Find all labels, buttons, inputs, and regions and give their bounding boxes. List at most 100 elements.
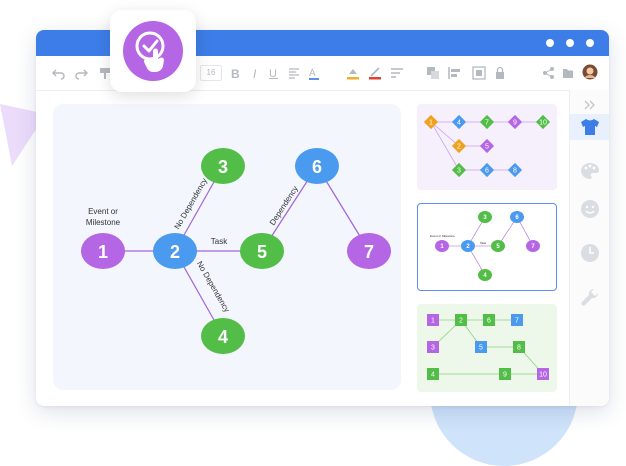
svg-text:7: 7 <box>531 244 535 250</box>
node-5[interactable]: 5 <box>240 233 284 269</box>
svg-text:1: 1 <box>440 244 444 250</box>
t2-node-1: 1 <box>435 240 449 252</box>
node-1[interactable]: 1 <box>81 233 125 269</box>
t2-node-4: 4 <box>478 269 492 281</box>
svg-text:7: 7 <box>364 242 374 262</box>
right-side-panel <box>569 90 609 406</box>
svg-text:2: 2 <box>170 242 180 262</box>
collapse-icon[interactable] <box>570 92 609 118</box>
t1-node-5: 5 <box>479 138 495 154</box>
underline-icon[interactable]: U <box>268 65 280 81</box>
diagram-canvas[interactable]: Event or Milestone Task No Dependency No… <box>53 104 401 390</box>
svg-text:1: 1 <box>431 318 435 325</box>
group-icon[interactable] <box>472 65 486 81</box>
svg-text:3: 3 <box>218 157 228 177</box>
redo-icon[interactable] <box>74 65 88 81</box>
palette-icon[interactable] <box>570 158 609 184</box>
t1-node-10: 10 <box>535 114 551 130</box>
t1-node-6: 6 <box>479 162 495 178</box>
svg-text:6: 6 <box>485 168 489 175</box>
t2-task-label: Task <box>480 241 487 245</box>
bold-icon[interactable]: B <box>230 65 242 81</box>
node-2[interactable]: 2 <box>153 233 197 269</box>
svg-text:5: 5 <box>257 242 267 262</box>
t3-node-5: 5 <box>475 341 487 353</box>
svg-text:I: I <box>253 67 257 81</box>
theme-shirt-icon[interactable] <box>570 114 609 140</box>
svg-text:9: 9 <box>513 120 517 127</box>
svg-text:7: 7 <box>485 120 489 127</box>
line-style-icon[interactable] <box>390 65 404 81</box>
font-size-select[interactable]: 16 <box>200 65 222 81</box>
t3-node-6: 6 <box>483 314 495 326</box>
svg-text:9: 9 <box>503 372 507 379</box>
align-icon[interactable] <box>288 65 300 81</box>
undo-icon[interactable] <box>52 65 66 81</box>
thumbnail-2-diagram: Event or Milestone Task 1 2 3 4 5 6 7 <box>430 211 540 281</box>
t3-node-10: 10 <box>537 368 549 380</box>
node-4[interactable]: 4 <box>201 318 245 354</box>
thumbnail-3-diagram: 1 2 6 7 3 5 8 4 9 10 <box>427 314 549 380</box>
settings-wrench-icon[interactable] <box>570 284 609 310</box>
node-7[interactable]: 7 <box>347 233 391 269</box>
folder-icon[interactable] <box>562 65 574 81</box>
node-3[interactable]: 3 <box>201 148 245 184</box>
font-color-icon[interactable]: A <box>308 65 320 81</box>
svg-text:2: 2 <box>466 244 470 250</box>
t1-node-8: 8 <box>507 162 523 178</box>
t1-node-3: 3 <box>451 162 467 178</box>
t2-node-2: 2 <box>461 240 475 252</box>
svg-text:8: 8 <box>513 168 517 175</box>
t2-node-7: 7 <box>526 240 540 252</box>
t3-node-9: 9 <box>499 368 511 380</box>
arrange-icon[interactable] <box>426 65 440 81</box>
svg-text:4: 4 <box>483 273 487 279</box>
italic-icon[interactable]: I <box>250 65 262 81</box>
history-clock-icon[interactable] <box>570 240 609 266</box>
svg-text:6: 6 <box>487 318 491 325</box>
t1-node-2: 2 <box>451 138 467 154</box>
svg-text:4: 4 <box>431 372 435 379</box>
svg-text:4: 4 <box>457 120 461 127</box>
svg-text:5: 5 <box>485 144 489 151</box>
format-painter-icon[interactable] <box>98 65 112 81</box>
align-objects-icon[interactable] <box>448 65 462 81</box>
node-6[interactable]: 6 <box>295 148 339 184</box>
fill-color-icon[interactable] <box>346 65 360 81</box>
line-color-icon[interactable] <box>368 65 382 81</box>
t3-node-7: 7 <box>511 314 523 326</box>
t3-node-4: 4 <box>427 368 439 380</box>
template-thumbnail-2[interactable]: Event or Milestone Task 1 2 3 4 5 6 7 <box>417 203 557 291</box>
svg-text:3: 3 <box>431 345 435 352</box>
t1-node-7: 7 <box>479 114 495 130</box>
window-dot-2[interactable] <box>566 39 574 47</box>
t2-node-6: 6 <box>510 211 524 223</box>
svg-text:5: 5 <box>479 345 483 352</box>
t3-node-2: 2 <box>455 314 467 326</box>
svg-text:U: U <box>269 68 277 80</box>
svg-text:4: 4 <box>218 327 228 347</box>
window-dot-3[interactable] <box>586 39 594 47</box>
svg-text:2: 2 <box>459 318 463 325</box>
dependency-label: Dependency <box>268 184 300 227</box>
window-dot-1[interactable] <box>546 39 554 47</box>
event-label-line2: Milestone <box>86 218 121 227</box>
t1-node-4: 4 <box>451 114 467 130</box>
t2-node-5: 5 <box>491 240 505 252</box>
avatar[interactable] <box>582 64 598 80</box>
t1-node-9: 9 <box>507 114 523 130</box>
svg-text:1: 1 <box>98 242 108 262</box>
svg-text:10: 10 <box>539 372 547 379</box>
svg-text:3: 3 <box>457 168 461 175</box>
svg-text:2: 2 <box>457 144 461 151</box>
emoji-icon[interactable] <box>570 196 609 222</box>
svg-text:8: 8 <box>517 345 521 352</box>
svg-text:5: 5 <box>496 244 500 250</box>
svg-text:6: 6 <box>312 157 322 177</box>
template-thumbnail-1[interactable]: 1 4 7 9 10 2 5 3 6 8 <box>417 104 557 190</box>
no-dependency-label-bottom: No Dependency <box>195 260 231 314</box>
template-thumbnail-3[interactable]: 1 2 6 7 3 5 8 4 9 10 <box>417 304 557 392</box>
lock-icon[interactable] <box>494 65 506 81</box>
share-icon[interactable] <box>542 65 554 81</box>
t3-node-1: 1 <box>427 314 439 326</box>
